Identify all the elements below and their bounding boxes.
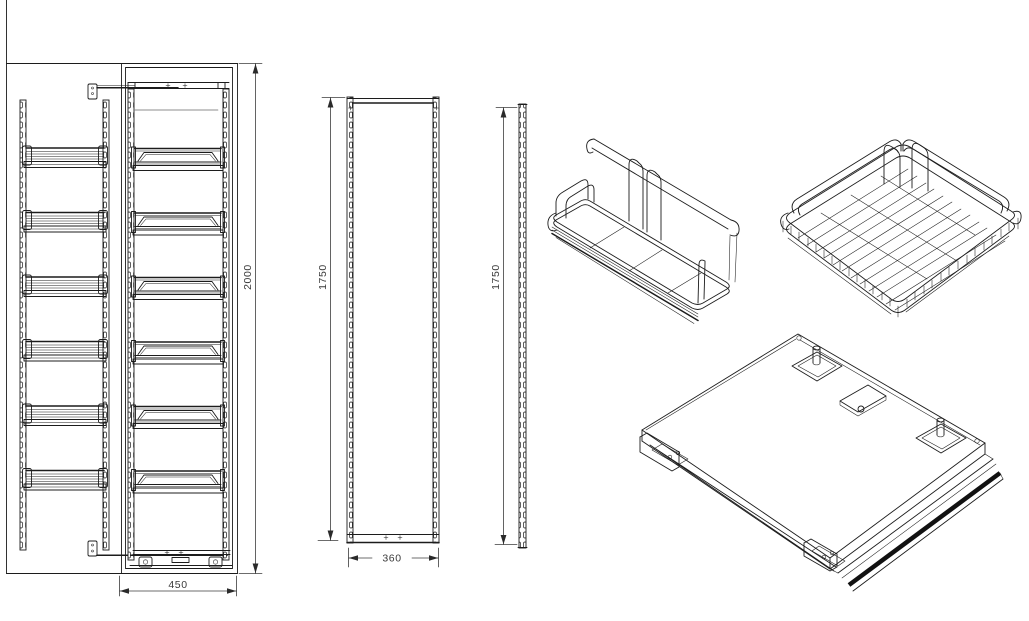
iso-basket-wide (780, 139, 1022, 318)
bottom-cross-wires (820, 175, 976, 280)
dim-text-450: 450 (168, 579, 187, 591)
cabinet-outline (6, 0, 238, 574)
slotted-rail (127, 88, 135, 561)
frame-top-plate (127, 82, 230, 111)
side-bracket-front (803, 538, 846, 572)
basket-hook (547, 212, 558, 232)
center-cutout (839, 384, 887, 417)
pullout-frame-installed (127, 82, 233, 568)
front-slide-rail (829, 453, 1004, 592)
side-bracket-left (639, 432, 689, 472)
bottom-mount-bracket (87, 540, 228, 557)
basket-corner-posts (697, 259, 706, 304)
dimension-assembly-height: 2000 (238, 63, 263, 574)
left-slide-rail (649, 444, 837, 572)
corner-screw (974, 438, 980, 444)
slotted-rail (432, 96, 440, 544)
slotted-rail (102, 99, 110, 551)
slotted-rail (518, 103, 527, 549)
view-frame-front: 1750 360 (317, 96, 440, 568)
dim-text-1750-rail: 1750 (490, 264, 502, 290)
slotted-rail (19, 99, 27, 551)
dimension-assembly-width: 450 (119, 575, 237, 597)
basket-tall-handles (883, 142, 929, 192)
view-front-assembly: 2000 450 (6, 0, 263, 597)
dim-text-1750-frame: 1750 (317, 264, 329, 290)
basket-hook-left (780, 212, 790, 230)
mount-boss-rear (791, 345, 843, 382)
basket-back-rail (586, 138, 740, 283)
pullout-frame-extended (19, 83, 228, 557)
dim-text-2000: 2000 (242, 264, 254, 290)
basket-hook-right (1012, 210, 1022, 225)
dim-text-360: 360 (382, 553, 401, 565)
iso-basket-narrow (547, 138, 740, 324)
slotted-rail (222, 88, 230, 561)
front-edge-wire-ticks (906, 222, 1010, 308)
top-mount-bracket (87, 83, 179, 100)
dimension-rail-height: 1750 (490, 107, 518, 545)
front-edge-wire-ticks (790, 225, 891, 307)
iso-base-plate (639, 333, 1004, 592)
view-rail-profile: 1750 (490, 103, 528, 549)
mount-boss-front (915, 417, 967, 454)
slotted-rail (346, 96, 354, 544)
bottom-slide-mechanism (129, 550, 233, 568)
dimension-frame-width: 360 (348, 547, 439, 568)
corner-screw (796, 335, 802, 341)
bottom-grid-wires (797, 168, 1006, 311)
basket-end-guard (555, 179, 595, 219)
basket-handle-loops (628, 158, 662, 241)
dimension-frame-height: 1750 (317, 97, 346, 541)
